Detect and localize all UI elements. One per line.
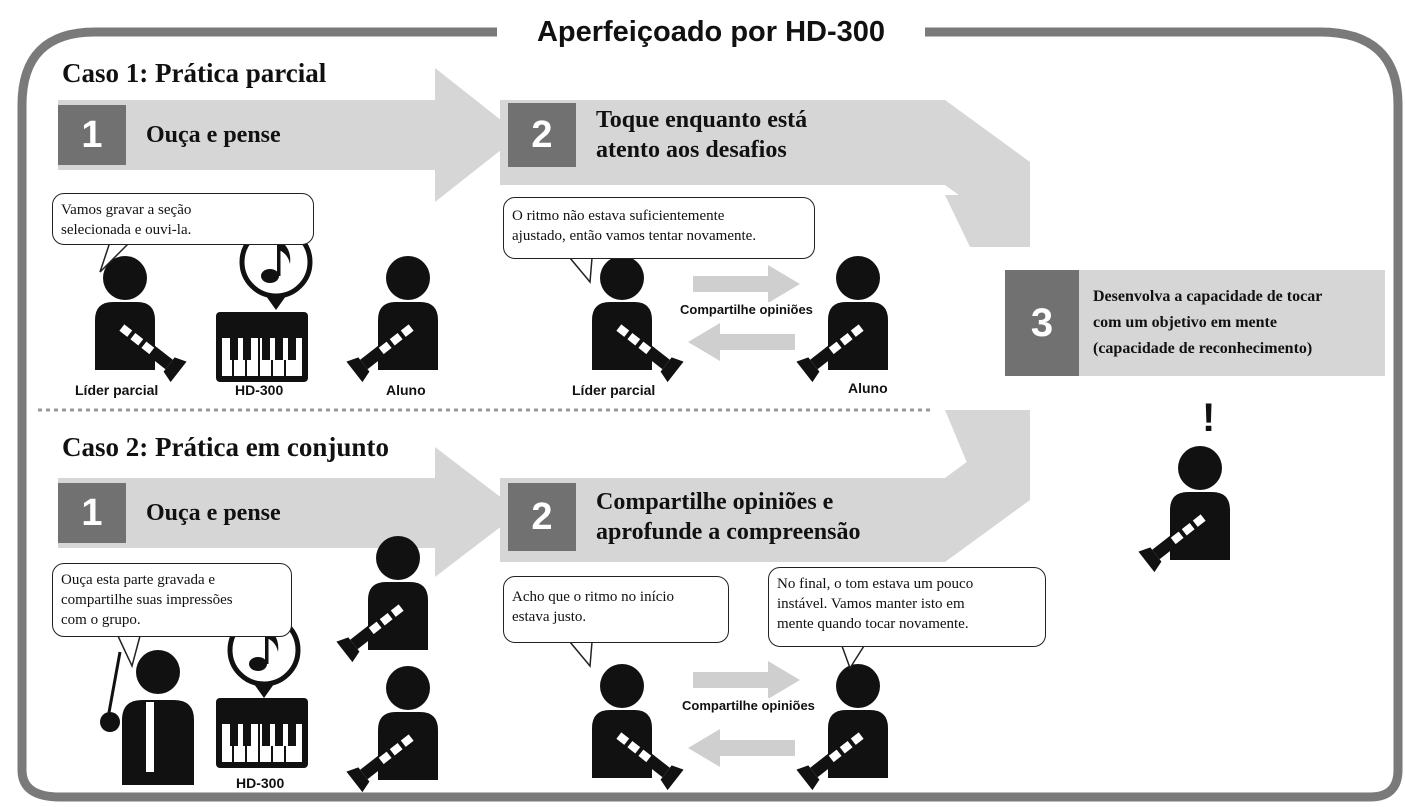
caption-student: Aluno xyxy=(848,380,888,396)
recognizing-player-icon xyxy=(1138,446,1230,573)
page-title: Aperfeiçoado por HD-300 xyxy=(505,14,917,50)
step3-line1: Desenvolva a capacidade de tocar xyxy=(1093,288,1323,305)
speech-bubble: Vamos gravar a seção selecionada e ouvi-… xyxy=(52,193,314,245)
step-number: 2 xyxy=(508,483,576,551)
arrow-left-icon xyxy=(688,323,795,361)
bubble-line: selecionada e ouvi-la. xyxy=(61,222,192,238)
case2-step2: 2 Compartilhe opiniões e aprofunde a com… xyxy=(508,483,860,551)
step-label: Compartilhe opiniões e aprofunde a compr… xyxy=(576,483,860,551)
speech-bubble: Acho que o ritmo no início estava justo. xyxy=(503,576,729,643)
bubble-line: Acho que o ritmo no início xyxy=(512,589,675,605)
bubble-line: ajustado, então vamos tentar novamente. xyxy=(512,228,757,244)
step3-line2: com um objetivo em mente xyxy=(1093,314,1277,331)
step3-line3: (capacidade de reconhecimento) xyxy=(1093,340,1313,357)
bubble-line: O ritmo não estava suficientemente xyxy=(512,208,725,224)
arrow-case1-down xyxy=(945,195,1030,247)
step-label: Ouça e pense xyxy=(146,500,281,526)
arrow-case2-step2 xyxy=(500,415,1030,562)
case2-step1: 1 Ouça e pense xyxy=(58,483,281,543)
step-label-line1: Toque enquanto está xyxy=(596,107,808,133)
step-number: 1 xyxy=(58,105,126,165)
arrow-right-icon xyxy=(693,265,800,303)
bubble-line: mente quando tocar novamente. xyxy=(777,616,969,632)
step-label: Toque enquanto está atento aos desafios xyxy=(576,103,807,167)
speech-bubble: O ritmo não estava suficientemente ajust… xyxy=(503,197,815,259)
caption-student: Aluno xyxy=(386,382,426,398)
share-label: Compartilhe opiniões xyxy=(678,302,815,317)
arrow-case2-up xyxy=(945,410,1030,470)
speech-bubble: Ouça esta parte gravada e compartilhe su… xyxy=(52,563,292,637)
exclamation-mark: ! xyxy=(1202,396,1216,440)
student-figure-case2-b xyxy=(346,666,438,793)
case1-step1: 1 Ouça e pense xyxy=(58,105,281,165)
speech-bubble: No final, o tom estava um pouco instável… xyxy=(768,567,1046,647)
caption-device: HD-300 xyxy=(235,382,284,398)
arrow-case1-step2 xyxy=(500,100,1030,247)
leader-figure-case1 xyxy=(95,256,187,383)
caption-leader: Líder parcial xyxy=(75,382,159,398)
conductor-icon xyxy=(100,650,194,785)
bubble-line: Ouça esta parte gravada e xyxy=(61,572,216,588)
keyboard-icon xyxy=(215,697,309,769)
step-label: Ouça e pense xyxy=(146,122,281,148)
student-figure-case1-b xyxy=(796,256,888,383)
keyboard-icon xyxy=(215,311,309,383)
step-number: 2 xyxy=(508,103,576,167)
step-number: 1 xyxy=(58,483,126,543)
share-label: Compartilhe opiniões xyxy=(680,698,817,713)
bubble-line: com o grupo. xyxy=(61,612,141,628)
student-figure-case2-a xyxy=(336,536,428,663)
bubble-line: compartilhe suas impressões xyxy=(61,592,233,608)
frame-border xyxy=(17,27,1403,802)
bubble-line: Vamos gravar a seção xyxy=(61,202,192,218)
arrow-right-icon xyxy=(693,661,800,699)
case2-title: Caso 2: Prática em conjunto xyxy=(62,432,397,463)
step-label-line1: Compartilhe opiniões e xyxy=(596,489,834,515)
bubble-line: No final, o tom estava um pouco xyxy=(777,576,974,592)
bubble-line: instável. Vamos manter isto em xyxy=(777,596,965,612)
case1-title: Caso 1: Prática parcial xyxy=(62,58,335,89)
step-number: 3 xyxy=(1005,270,1079,376)
step-label: Desenvolva a capacidade de tocar com um … xyxy=(1079,270,1385,376)
arrow-case1-step1 xyxy=(58,68,520,202)
bubble-line: estava justo. xyxy=(512,609,587,625)
step3-box: 3 Desenvolva a capacidade de tocar com u… xyxy=(1005,270,1385,376)
arrow-left-icon xyxy=(688,729,795,767)
player-figure-case2-right xyxy=(796,664,888,791)
leader-figure-case1-b xyxy=(592,256,684,383)
player-figure-case2-left xyxy=(592,664,684,791)
caption-device: HD-300 xyxy=(236,775,285,791)
case1-step2: 2 Toque enquanto está atento aos desafio… xyxy=(508,103,807,167)
step-label-line2: aprofunde a compreensão xyxy=(596,519,861,545)
caption-leader: Líder parcial xyxy=(572,382,656,398)
step-label-line2: atento aos desafios xyxy=(596,137,787,163)
student-figure-case1 xyxy=(346,256,438,383)
